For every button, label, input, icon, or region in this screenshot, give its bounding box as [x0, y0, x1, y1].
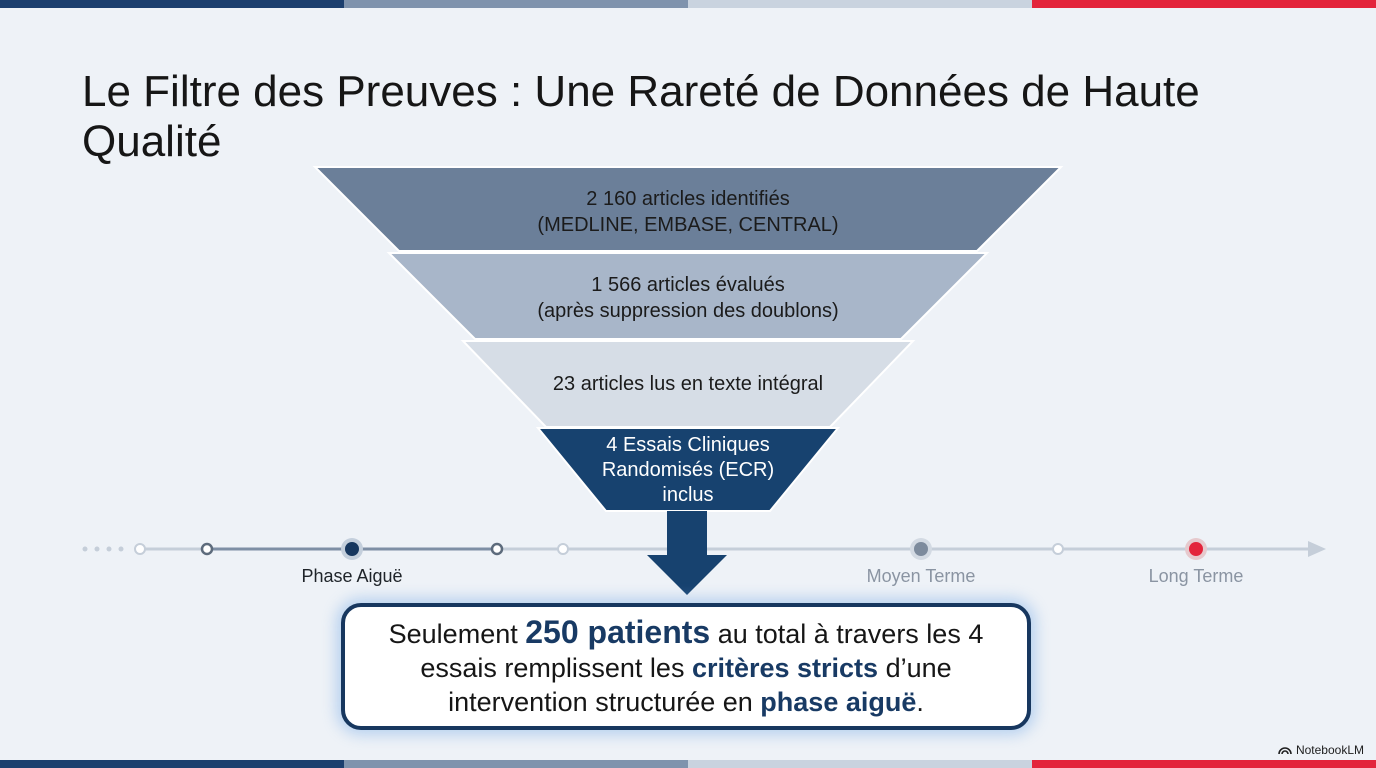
timeline-arrow-head: [1308, 541, 1326, 557]
timeline-dot: [82, 546, 88, 552]
tier-line: (MEDLINE, EMBASE, CENTRAL): [537, 214, 839, 236]
summary-text-part: au total à travers les 4 essais rempliss…: [420, 618, 984, 683]
tier-line: 1 566 articles évalués: [591, 274, 785, 296]
timeline-marker: [200, 542, 214, 556]
funnel-tier-included: [535, 427, 841, 512]
summary-callout: Seulement 250 patients au total à traver…: [341, 603, 1031, 730]
notebooklm-logo-icon: [1278, 747, 1292, 755]
timeline-dot: [94, 546, 100, 552]
bottom-color-stripe: [0, 760, 1376, 768]
tier-line: 2 160 articles identifiés: [586, 188, 790, 210]
funnel-tier-identified: [312, 166, 1064, 252]
tier-label-evaluated: 1 566 articles évalués (après suppressio…: [438, 272, 938, 324]
summary-text-part: Seulement: [388, 618, 526, 649]
tier-line: 4 Essais Cliniques: [606, 434, 770, 456]
timeline-label-medium: Moyen Terme: [866, 566, 976, 586]
timeline-marker: [557, 543, 569, 555]
timeline-marker: [490, 542, 504, 556]
summary-highlight-patients: 250 patients: [525, 613, 711, 650]
tier-label-identified: 2 160 articles identifiés (MEDLINE, EMBA…: [438, 186, 938, 238]
page-title: Le Filtre des Preuves : Une Rareté de Do…: [82, 67, 1200, 167]
timeline-label-long: Long Terme: [1148, 566, 1244, 586]
summary-text-part: d’une intervention structurée en: [448, 652, 952, 717]
summary-highlight-criteria: critères stricts: [691, 652, 879, 683]
summary-highlight-acute: phase aiguë: [760, 686, 917, 717]
top-color-stripe: [0, 0, 1376, 8]
funnel-tier-evaluated: [386, 252, 990, 340]
tier-line: Randomisés (ECR): [601, 459, 775, 481]
summary-text: Seulement 250 patients au total à traver…: [375, 615, 997, 719]
tier-line: 23 articles lus en texte intégral: [552, 373, 824, 395]
timeline-marker-acute-core: [345, 542, 359, 556]
brand-watermark: NotebookLM: [1278, 743, 1364, 757]
timeline-marker: [1052, 543, 1064, 555]
timeline-marker-medium-core: [914, 542, 928, 556]
timeline-label-acute: Phase Aiguë: [301, 566, 403, 586]
summary-text-part: .: [916, 686, 924, 717]
tier-label-fulltext: 23 articles lus en texte intégral: [438, 371, 938, 397]
down-arrow: [647, 511, 727, 595]
timeline-dot: [106, 546, 112, 552]
timeline-marker: [134, 543, 146, 555]
timeline-dot: [118, 546, 124, 552]
tier-line: inclus: [662, 484, 714, 506]
tier-line: (après suppression des doublons): [537, 300, 839, 322]
brand-name: NotebookLM: [1295, 743, 1364, 757]
timeline-marker-long-core: [1189, 542, 1203, 556]
tier-label-included: 4 Essais Cliniques Randomisés (ECR) incl…: [538, 433, 838, 508]
